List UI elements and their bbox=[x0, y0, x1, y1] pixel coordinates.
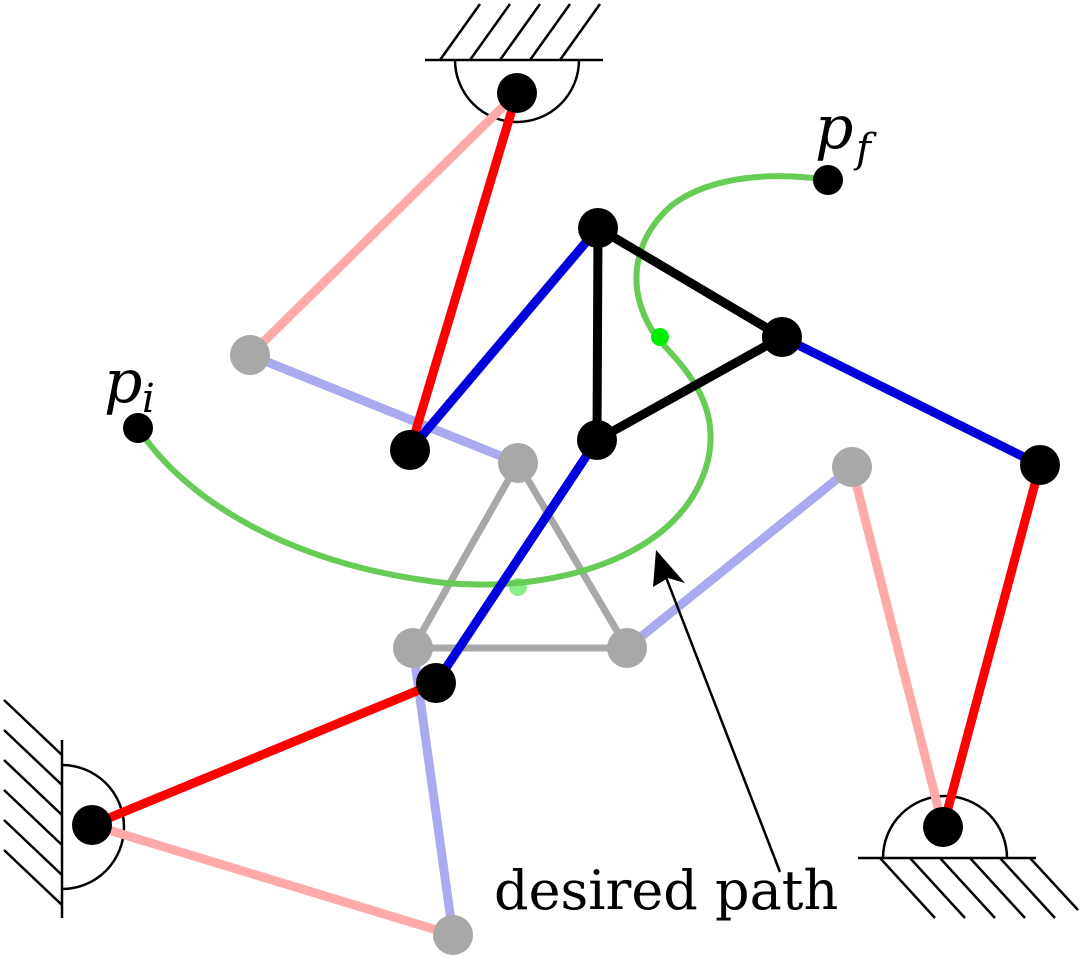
faded-platform-triangle bbox=[409, 459, 631, 652]
point-pf bbox=[813, 165, 843, 195]
desired-path-curve bbox=[135, 173, 831, 588]
desired-path-label: desired path bbox=[494, 859, 838, 922]
base-joint-top bbox=[497, 73, 537, 113]
red-link-left bbox=[87, 678, 441, 830]
faded-joint bbox=[433, 915, 473, 955]
base-joint-left bbox=[72, 805, 112, 845]
platform-joint bbox=[762, 317, 802, 357]
active-configuration bbox=[72, 73, 1060, 847]
ground-support-right bbox=[858, 794, 1079, 919]
label-pi: p i bbox=[104, 347, 155, 422]
elbow-joint-right bbox=[1020, 445, 1060, 485]
ground-support-top bbox=[425, 3, 603, 124]
elbow-joint-top bbox=[390, 430, 430, 470]
label-pf: p f bbox=[815, 93, 877, 172]
faded-blue-link-top bbox=[245, 350, 523, 468]
faded-configuration bbox=[87, 88, 948, 955]
faded-joint bbox=[393, 628, 433, 668]
ground-support-left bbox=[3, 699, 126, 918]
platform-triangle bbox=[592, 223, 787, 445]
faded-joint bbox=[832, 447, 872, 487]
elbow-joint-left bbox=[416, 663, 456, 703]
faded-red-link-right bbox=[847, 462, 948, 832]
label-pf-base: p bbox=[815, 93, 853, 163]
platform-joint bbox=[578, 208, 618, 248]
faded-blue-link-left bbox=[408, 643, 458, 940]
label-pf-subscript: f bbox=[853, 126, 877, 172]
base-joint-right bbox=[923, 807, 963, 847]
faded-joint bbox=[607, 628, 647, 668]
red-link-top bbox=[405, 88, 522, 455]
red-link-right bbox=[938, 460, 1045, 832]
faded-blue-link-right bbox=[622, 462, 857, 653]
faded-red-link-top bbox=[245, 88, 522, 360]
blue-link-right bbox=[777, 332, 1045, 470]
blue-link-top bbox=[405, 223, 603, 455]
platform-joint bbox=[577, 420, 617, 460]
desired-path-arrow bbox=[653, 550, 782, 873]
faded-red-link-left bbox=[87, 820, 458, 940]
point-pi bbox=[123, 413, 153, 443]
blue-link-left bbox=[431, 435, 602, 688]
label-pi-subscript: i bbox=[142, 376, 155, 422]
faded-joint bbox=[230, 335, 270, 375]
arrow-head bbox=[653, 550, 685, 587]
faded-joint bbox=[498, 443, 538, 483]
label-pi-base: p bbox=[104, 347, 142, 417]
platform-center-point bbox=[651, 328, 669, 346]
